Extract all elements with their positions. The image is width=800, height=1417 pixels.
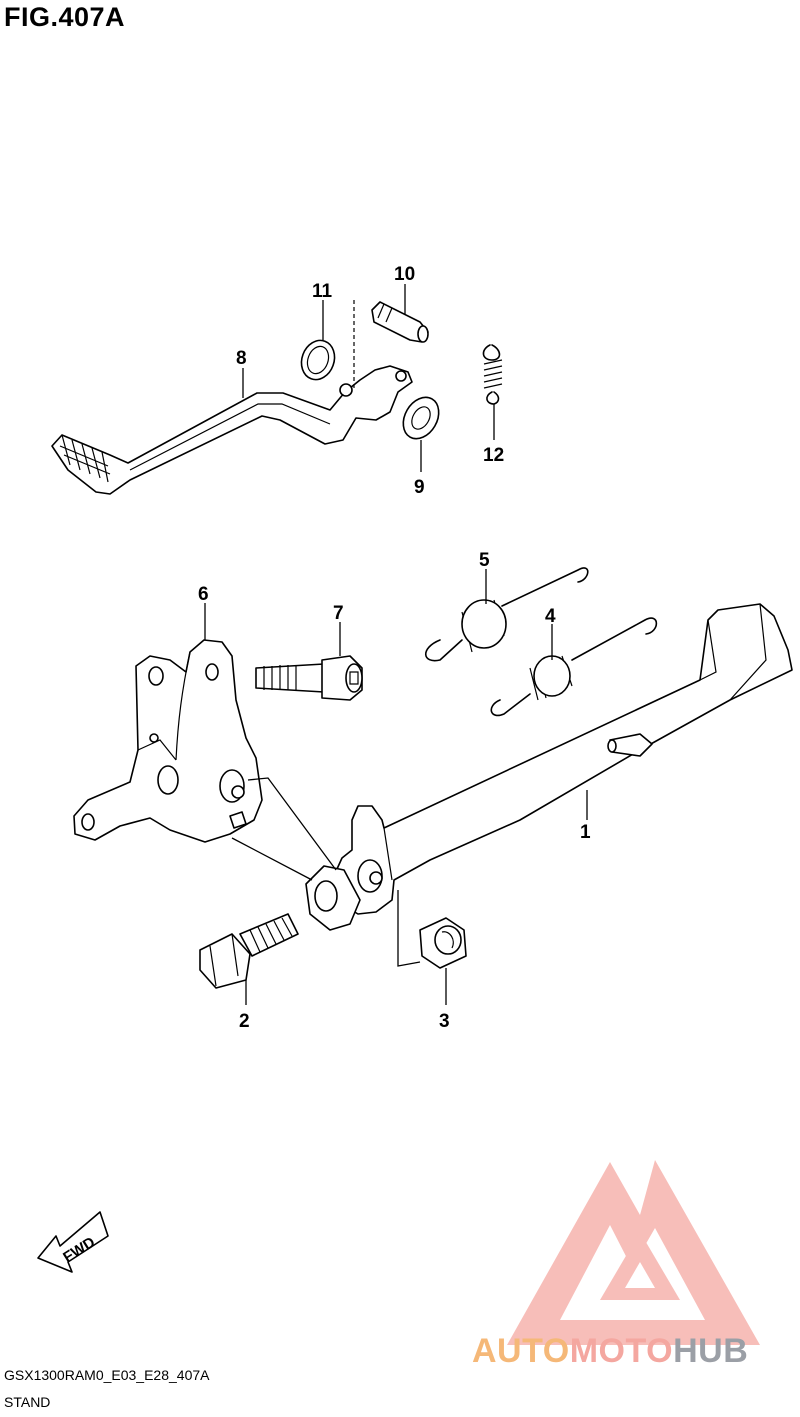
assembly-line (397, 890, 421, 967)
part-4-spring (490, 617, 658, 717)
callout-4: 4 (545, 606, 556, 627)
part-7-bolt (255, 655, 363, 701)
part-1-side-stand (331, 603, 793, 915)
callout-11: 11 (312, 281, 333, 302)
callout-1: 1 (580, 822, 591, 843)
watermark-hub: HUB (673, 1332, 749, 1370)
model-code: GSX1300RAM0_E03_E28_407A (4, 1367, 210, 1383)
watermark-logo-icon (507, 1160, 760, 1345)
part-9-washer (402, 396, 440, 440)
callout-5: 5 (479, 550, 490, 571)
callout-7: 7 (333, 603, 344, 624)
part-11-circlip (300, 339, 336, 381)
callout-2: 2 (239, 1011, 250, 1032)
figure-title: FIG.407A (4, 2, 126, 32)
callout-3: 3 (439, 1011, 450, 1032)
callout-6: 6 (198, 584, 209, 605)
part-3-nut (419, 917, 467, 969)
assembly-line (247, 777, 337, 871)
part-collar (305, 865, 361, 931)
part-2-bolt (199, 913, 299, 989)
part-8-lever (51, 365, 413, 495)
callout-12: 12 (483, 445, 504, 466)
forward-arrow-icon: FWD (37, 1211, 109, 1273)
watermark-moto: MOTO (569, 1332, 674, 1370)
part-10-pin (371, 301, 429, 343)
callout-8: 8 (236, 348, 247, 369)
callout-10: 10 (394, 264, 415, 285)
watermark-text: AUTOMOTOHUB (472, 1332, 748, 1371)
figure-subtitle: STAND (4, 1394, 51, 1410)
part-5-spring (424, 567, 589, 662)
part-6-bracket (73, 639, 263, 843)
leader-lines (204, 284, 588, 1005)
callout-9: 9 (414, 477, 425, 498)
assembly-line (231, 837, 313, 881)
part-12-spring (482, 344, 503, 405)
watermark-auto: AUTO (472, 1332, 570, 1370)
